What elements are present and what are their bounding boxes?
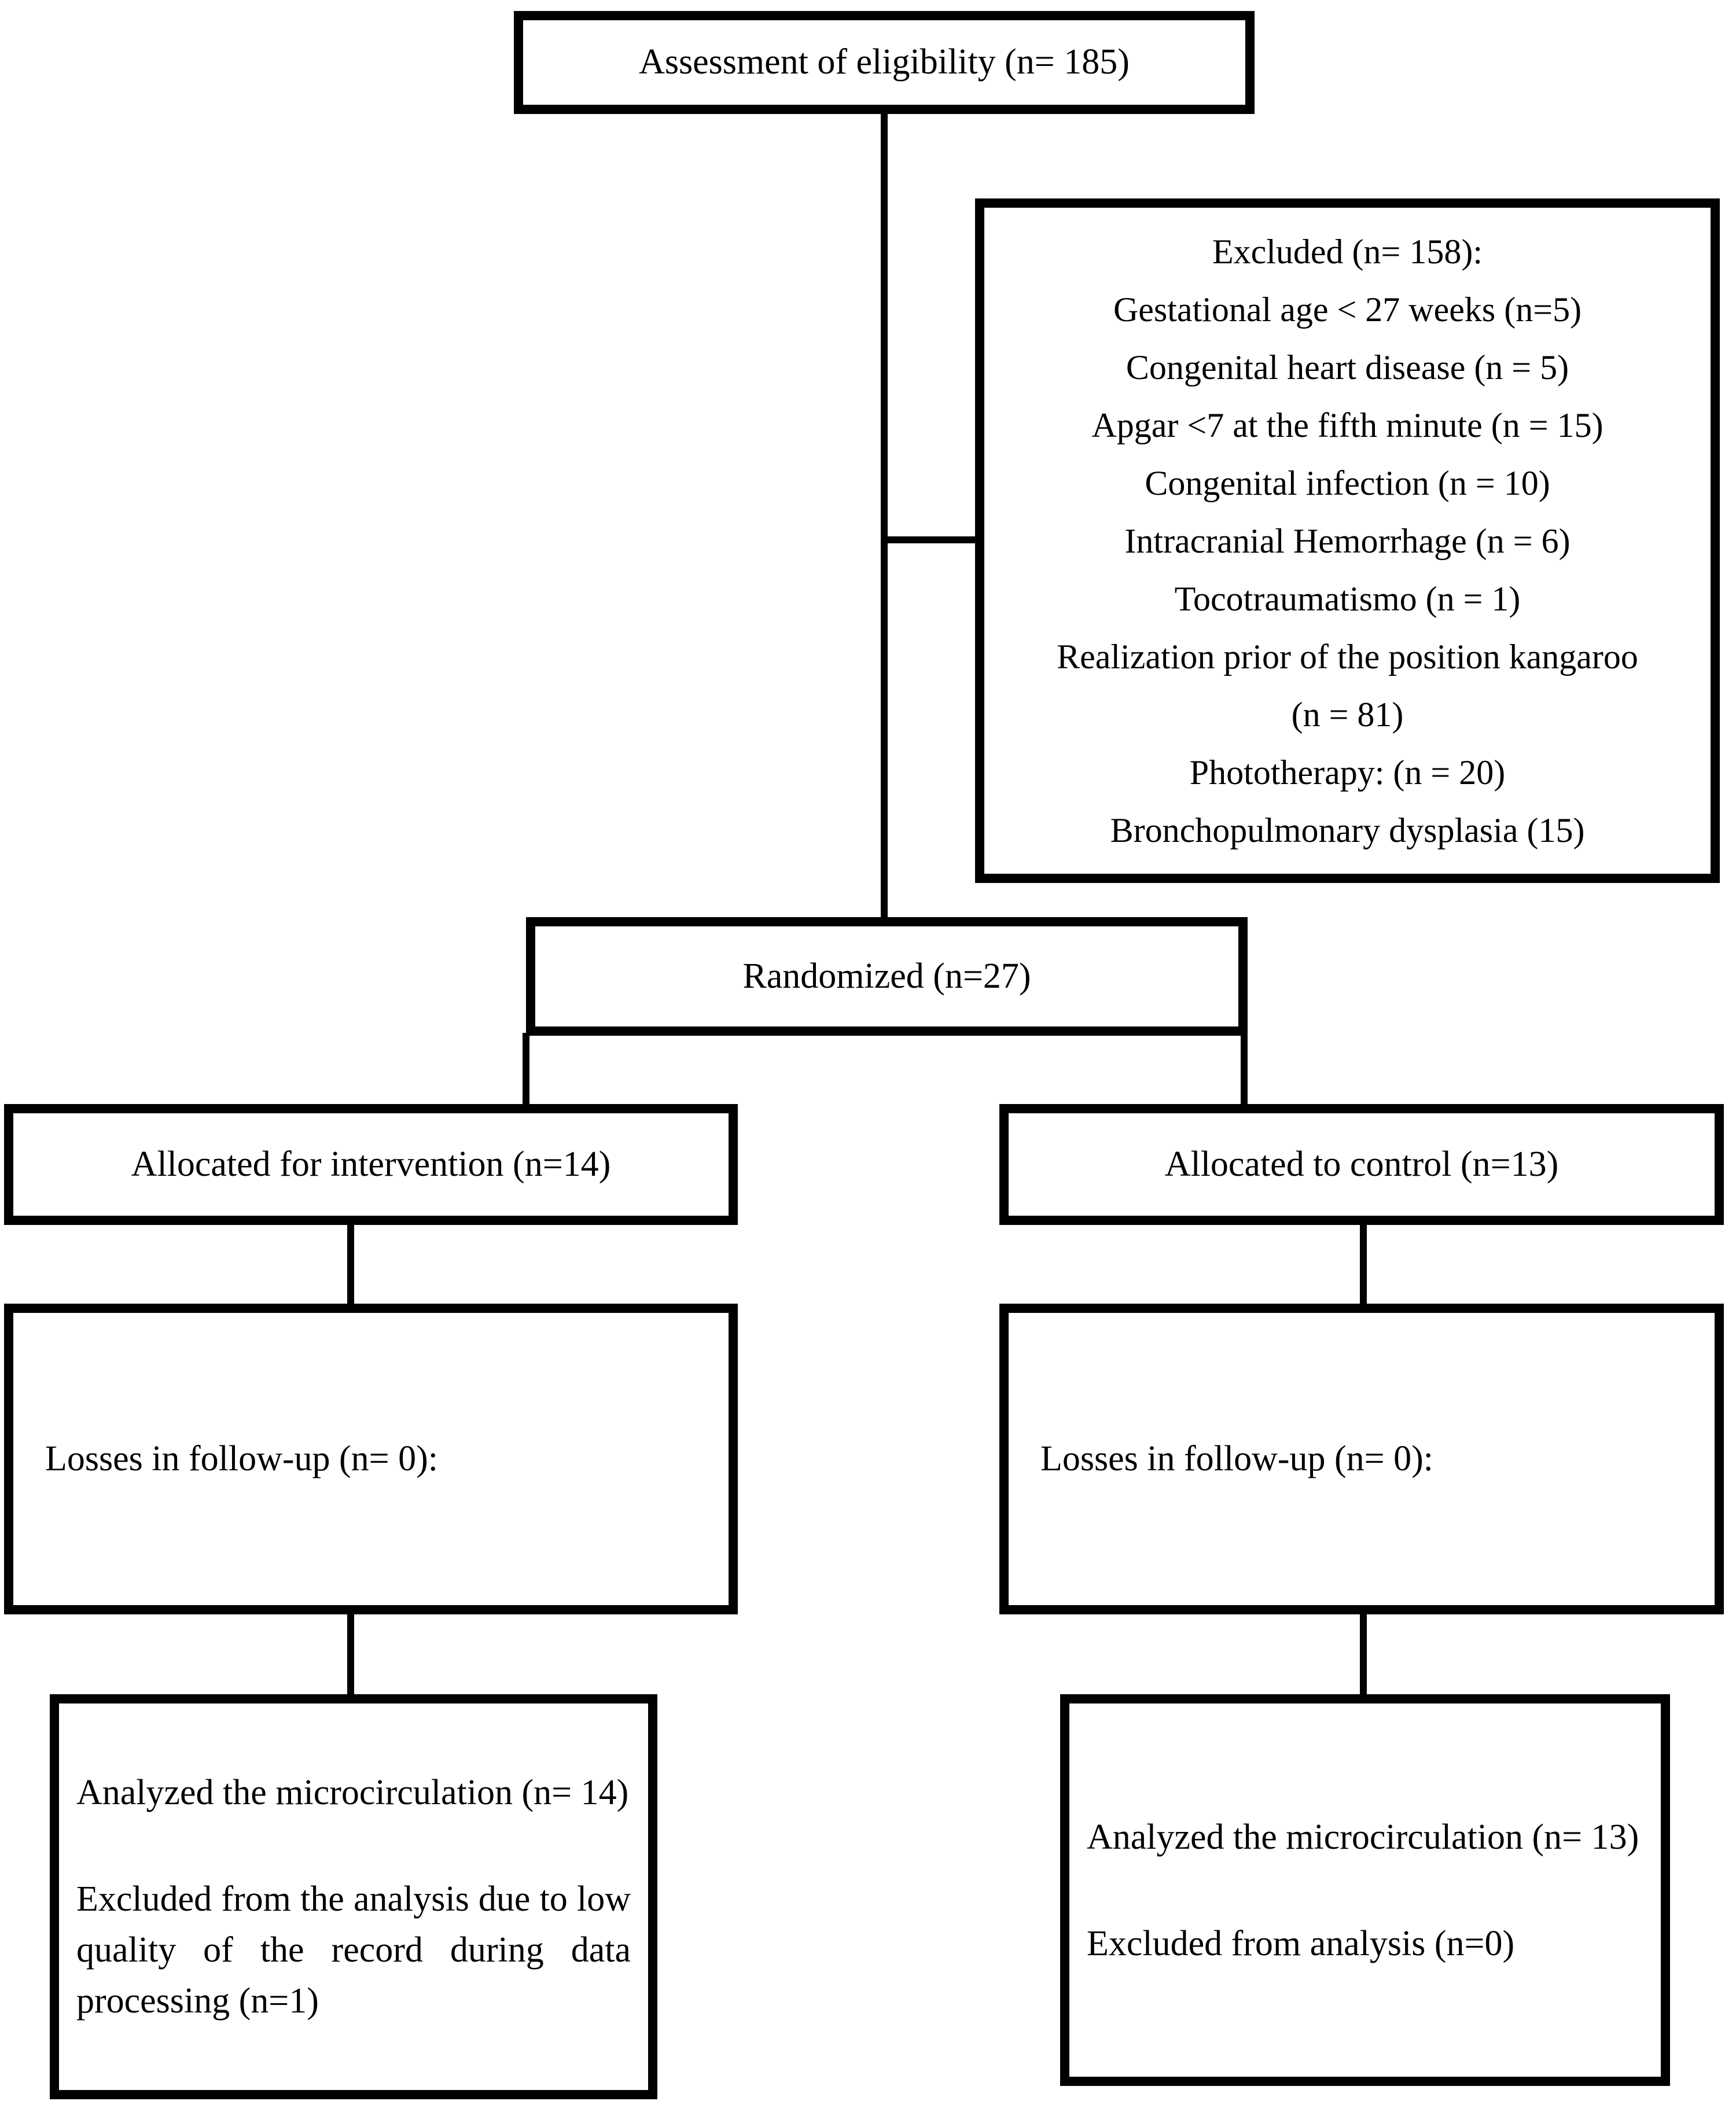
- connector-intervention-losses: [347, 1221, 354, 1308]
- connector-trunk-excluded: [881, 536, 979, 543]
- box-allocated-intervention: Allocated for intervention (n=14): [4, 1104, 738, 1225]
- connector-losses-analyzed-control: [1360, 1611, 1367, 1698]
- losses-intervention-label: Losses in follow-up (n= 0):: [45, 1439, 439, 1478]
- analyzed-intervention-excluded-text: Excluded from the analysis due to low qu…: [76, 1879, 631, 2021]
- box-randomized: Randomized (n=27): [526, 917, 1248, 1036]
- box-excluded: Excluded (n= 158): Gestational age < 27 …: [975, 198, 1720, 883]
- connector-assessment-randomized: [881, 110, 888, 920]
- excluded-item-gestational-age: Gestational age < 27 weeks (n=5): [1113, 290, 1582, 329]
- analyzed-control-text: Analyzed the microcirculation (n= 13): [1087, 1817, 1639, 1857]
- box-analyzed-control: Analyzed the microcirculation (n= 13) Ex…: [1060, 1694, 1670, 2086]
- excluded-item-heart-disease: Congenital heart disease (n = 5): [1126, 348, 1569, 387]
- excluded-item-bronchopulmonary-dysplasia: Bronchopulmonary dysplasia (15): [1110, 811, 1585, 849]
- connector-losses-analyzed-intervention: [347, 1611, 354, 1698]
- box-losses-control: Losses in follow-up (n= 0):: [999, 1304, 1724, 1614]
- box-allocated-control: Allocated to control (n=13): [999, 1104, 1724, 1225]
- box-assessment-eligibility: Assessment of eligibility (n= 185): [514, 11, 1255, 114]
- randomized-label: Randomized (n=27): [742, 956, 1031, 996]
- losses-control-label: Losses in follow-up (n= 0):: [1040, 1439, 1434, 1478]
- excluded-item-congenital-infection: Congenital infection (n = 10): [1145, 463, 1550, 502]
- excluded-title: Excluded (n= 158):: [1212, 232, 1483, 271]
- connector-randomized-intervention: [523, 1033, 529, 1108]
- box-losses-intervention: Losses in follow-up (n= 0):: [4, 1304, 738, 1614]
- assessment-eligibility-label: Assessment of eligibility (n= 185): [639, 42, 1130, 82]
- analyzed-control-excluded-text: Excluded from analysis (n=0): [1087, 1923, 1515, 1963]
- connector-randomized-control: [1241, 1033, 1248, 1108]
- connector-control-losses: [1360, 1221, 1367, 1308]
- box-analyzed-intervention: Analyzed the microcirculation (n= 14) Ex…: [50, 1694, 657, 2099]
- allocated-control-label: Allocated to control (n=13): [1164, 1144, 1559, 1184]
- excluded-item-intracranial-hemorrhage: Intracranial Hemorrhage (n = 6): [1124, 521, 1571, 560]
- excluded-item-prior-kangaroo: Realization prior of the position kangar…: [1057, 637, 1638, 734]
- excluded-item-phototherapy: Phototherapy: (n = 20): [1189, 753, 1506, 792]
- excluded-item-tocotraumatismo: Tocotraumatismo (n = 1): [1174, 579, 1521, 618]
- analyzed-intervention-text: Analyzed the microcirculation (n= 14): [76, 1773, 629, 1812]
- excluded-item-apgar: Apgar <7 at the fifth minute (n = 15): [1091, 406, 1603, 444]
- allocated-intervention-label: Allocated for intervention (n=14): [131, 1144, 611, 1184]
